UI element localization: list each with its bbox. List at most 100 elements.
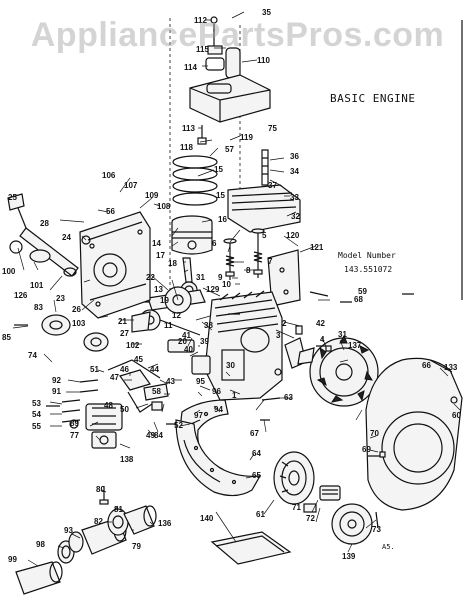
callout-label: 34	[290, 167, 299, 176]
callout-label: 5	[262, 231, 267, 240]
callout-label: 36	[290, 152, 299, 161]
callout-label: 75	[268, 124, 277, 133]
callout-label: 6	[212, 239, 217, 248]
callout-label: 73	[372, 525, 381, 534]
callout-label: 103	[72, 319, 86, 328]
callout-label: 41	[182, 331, 191, 340]
model-number-label: Model Number	[338, 251, 396, 260]
callout-label: 107	[124, 181, 138, 190]
callout-label: 118	[180, 143, 193, 152]
oil-fill-tube	[7, 193, 91, 277]
callout-label: 30	[226, 361, 235, 370]
callout-label: 48	[104, 401, 113, 410]
callout-label: 37	[268, 181, 277, 190]
diagram-code: A5.	[382, 543, 395, 551]
callout-label: 45	[134, 355, 143, 364]
callout-label: 17	[156, 251, 165, 260]
callout-label: 74	[28, 351, 37, 360]
callout-label: 97	[194, 411, 203, 420]
callout-label: 55	[32, 422, 41, 431]
callout-label: 2	[282, 319, 287, 328]
callout-label: 69	[362, 445, 371, 454]
callout-label: 16	[218, 215, 227, 224]
callout-label: 83	[34, 303, 43, 312]
callout-label: 39	[200, 337, 209, 346]
callout-label: 21	[118, 317, 127, 326]
callout-label: 64	[252, 449, 261, 458]
callout-label: 59	[358, 287, 367, 296]
callout-label: 108	[157, 202, 171, 211]
callout-label: 65	[252, 471, 261, 480]
callout-label: 20	[178, 337, 187, 346]
callout-label: 139	[342, 552, 356, 561]
callout-label: 40	[184, 345, 193, 354]
callout-label: 42	[316, 319, 325, 328]
callout-label: 52	[174, 421, 183, 430]
callout-label: 115	[196, 45, 209, 54]
callout-label: 49	[146, 431, 155, 440]
breather-plate	[267, 249, 329, 307]
recoil-starter	[303, 485, 379, 545]
callout-label: 4	[320, 335, 325, 344]
callout-label: 8	[246, 266, 251, 275]
callout-label: 112	[194, 16, 207, 25]
cylinder-head	[227, 149, 301, 233]
callout-label: 31	[196, 273, 205, 282]
callout-label: 58	[152, 387, 161, 396]
callout-label: 10	[222, 280, 231, 289]
callout-label: 57	[225, 145, 234, 154]
callout-label: 77	[70, 431, 79, 440]
diagram-title: BASIC ENGINE	[330, 92, 416, 105]
valve-train	[223, 228, 265, 280]
callout-label: 9	[218, 273, 223, 282]
callout-label: 38	[204, 321, 213, 330]
callout-label: 81	[114, 505, 123, 514]
callout-labels: 112 35 115 110 114 113 119 75 118 57 36 …	[2, 8, 461, 564]
hardware-bolts	[46, 293, 414, 458]
callout-label: 14	[152, 239, 161, 248]
callout-label: 56	[106, 207, 115, 216]
callout-label: 24	[62, 233, 71, 242]
callout-label: 126	[14, 291, 28, 300]
callout-label: 119	[240, 133, 253, 142]
piston-rings	[172, 155, 218, 206]
callout-label: 18	[168, 259, 177, 268]
callout-label: 19	[160, 296, 169, 305]
blower-housing	[365, 357, 463, 511]
callout-label: 27	[120, 329, 129, 338]
callout-label: 94	[214, 405, 223, 414]
callout-label: 22	[146, 273, 155, 282]
starter-cup	[273, 451, 315, 505]
callout-label: 113	[182, 124, 195, 133]
callout-label: 7	[268, 257, 273, 266]
callout-label: 32	[291, 212, 300, 221]
callout-label: 137	[348, 341, 362, 350]
callout-label: 129	[206, 285, 220, 294]
callout-label: 96	[212, 387, 221, 396]
lower-shroud	[175, 419, 262, 497]
leader-lines	[12, 11, 461, 567]
callout-label: 12	[172, 311, 181, 320]
callout-label: 93	[64, 526, 73, 535]
callout-label: 84	[154, 431, 163, 440]
callout-label: 91	[52, 387, 61, 396]
callout-label: 11	[164, 321, 173, 330]
callout-label: 140	[200, 514, 214, 523]
crankcase-cover	[79, 211, 151, 319]
callout-label: 79	[132, 542, 141, 551]
callout-label: 50	[120, 405, 129, 414]
callout-label: 138	[120, 455, 134, 464]
callout-label: 95	[196, 377, 205, 386]
seal-parts	[14, 311, 151, 352]
piston	[171, 215, 213, 255]
callout-label: 54	[32, 410, 41, 419]
callout-label: 133	[444, 363, 458, 372]
callout-label: 71	[292, 503, 301, 512]
callout-label: 47	[110, 373, 119, 382]
callout-label: 110	[257, 56, 270, 65]
cylinder-block	[204, 290, 283, 401]
callout-label: 92	[52, 376, 61, 385]
callout-label: 44	[150, 365, 159, 374]
callout-label: 43	[166, 377, 175, 386]
